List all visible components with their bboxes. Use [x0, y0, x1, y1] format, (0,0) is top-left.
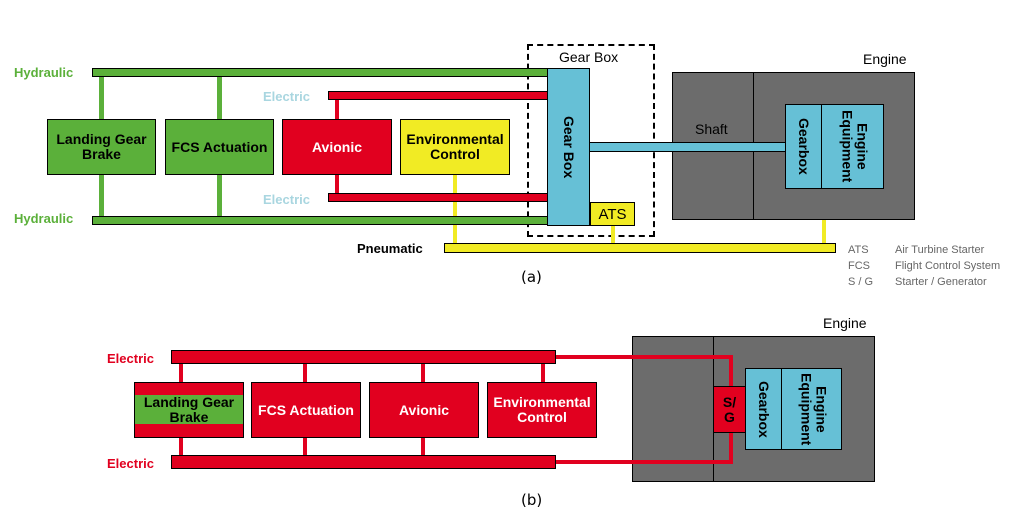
sg-link-bottom: [555, 460, 733, 464]
hydraulic-bus-bottom: [92, 216, 550, 225]
electric-bus-bottom: [328, 193, 550, 202]
landing-gear-brake-box: Landing Gear Brake: [47, 119, 156, 175]
engine-gearbox: Gearbox: [785, 104, 822, 189]
avionic-box: Avionic: [282, 119, 392, 175]
starter-generator-box: S/ G: [713, 386, 746, 433]
electric-top-label: Electric: [263, 89, 310, 104]
ats-box: ATS: [590, 202, 635, 226]
electric-bus-bottom-b: [171, 455, 556, 469]
electric-bottom-label-b: Electric: [107, 456, 154, 471]
fcs-actuation-box-b: FCS Actuation: [251, 382, 361, 438]
hydraulic-bus-top: [92, 68, 550, 77]
engine-label-b: Engine: [823, 315, 867, 331]
gearbox-region: [527, 44, 655, 237]
pneumatic-label: Pneumatic: [357, 241, 423, 256]
engine-equipment: Engine Equipment: [821, 104, 884, 189]
fcs-actuation-box: FCS Actuation: [165, 119, 274, 175]
hydraulic-bottom-label: Hydraulic: [14, 211, 74, 226]
shaft-label: Shaft: [695, 121, 728, 137]
gearbox-region-label: Gear Box: [559, 49, 619, 65]
pneumatic-bus: [444, 243, 836, 253]
gearbox: Gear Box: [547, 68, 590, 226]
engine-gearbox-b: Gearbox: [745, 368, 782, 450]
electric-bus-top-b: [171, 350, 556, 364]
connector: [541, 360, 545, 385]
sg-link-top: [555, 355, 733, 359]
caption-a: (a): [521, 268, 542, 286]
environmental-control-box: Environmental Control: [400, 119, 510, 175]
environmental-control-box-b: Environmental Control: [487, 382, 597, 438]
connector: [611, 225, 615, 245]
shaft-link: [660, 142, 788, 152]
avionic-box-b: Avionic: [369, 382, 479, 438]
connector: [453, 175, 457, 245]
landing-gear-brake-label-b: Landing Gear Brake: [135, 394, 243, 424]
caption-b: (b): [521, 491, 543, 509]
connector: [822, 218, 826, 245]
electric-top-label-b: Electric: [107, 351, 154, 366]
electric-bottom-label: Electric: [263, 192, 310, 207]
engine-equipment-b: Engine Equipment: [781, 368, 842, 450]
engine-label: Engine: [863, 51, 907, 67]
hydraulic-top-label: Hydraulic: [14, 65, 74, 80]
electric-bus-top: [328, 91, 550, 100]
